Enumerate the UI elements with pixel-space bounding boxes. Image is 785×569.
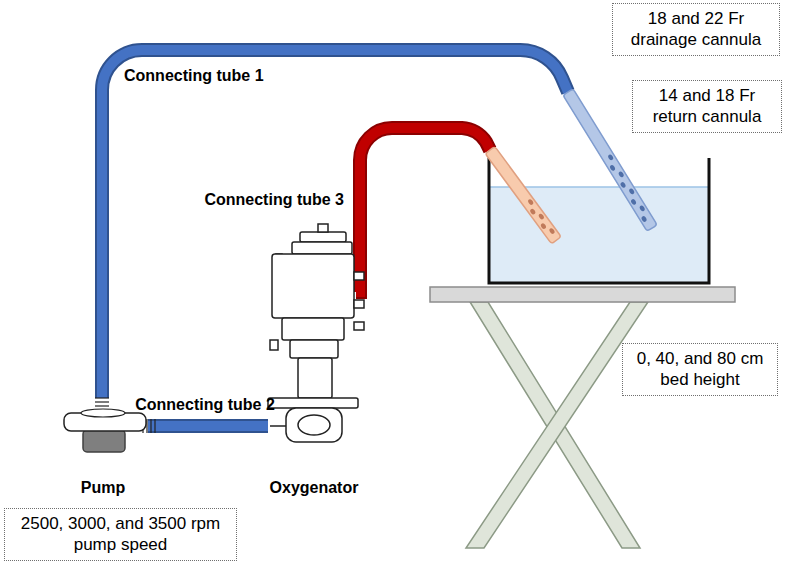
cannula-hole: [639, 205, 646, 212]
cannula-hole: [607, 154, 614, 161]
cannula-hole: [540, 222, 547, 229]
cannula-hole: [548, 227, 555, 234]
table-legs: [466, 302, 648, 548]
parameter-box: 14 and 18 Fr return cannula: [632, 80, 782, 133]
table-top: [430, 287, 735, 302]
parameter-text: 18 and 22 Fr drainage cannula: [621, 8, 771, 51]
cannula-hole: [628, 188, 635, 195]
part-label: Pump: [81, 478, 125, 497]
parameter-text: 2500, 3000, and 3500 rpm pump speed: [13, 513, 228, 556]
connecting-tube-2: [148, 426, 268, 427]
oxygenator: [268, 224, 364, 442]
pump: [64, 409, 146, 452]
part-label: Connecting tube 2: [135, 395, 275, 414]
part-label: Oxygenator: [270, 478, 359, 497]
cannula-hole: [641, 215, 648, 222]
parameter-box: 0, 40, and 80 cm bed height: [622, 343, 778, 396]
cannula-hole: [620, 181, 627, 188]
parameter-box: 2500, 3000, and 3500 rpm pump speed: [4, 508, 237, 561]
cannula-hole: [618, 171, 625, 178]
parameter-text: 14 and 18 Fr return cannula: [641, 85, 773, 128]
tank: [489, 158, 709, 283]
connecting-tube-3: [356, 128, 490, 292]
connecting-tube-1: [102, 50, 568, 398]
part-label: Connecting tube 1: [124, 66, 264, 85]
parameter-box: 18 and 22 Fr drainage cannula: [612, 3, 780, 56]
cannula-hole: [527, 198, 534, 205]
cannula-hole: [609, 164, 616, 171]
cannula-hole: [529, 208, 536, 215]
cannula-hole: [538, 213, 545, 220]
parameter-text: 0, 40, and 80 cm bed height: [631, 348, 769, 391]
part-label: Connecting tube 3: [204, 190, 344, 209]
cannula-hole: [630, 198, 637, 205]
return-cannula: [485, 146, 561, 243]
